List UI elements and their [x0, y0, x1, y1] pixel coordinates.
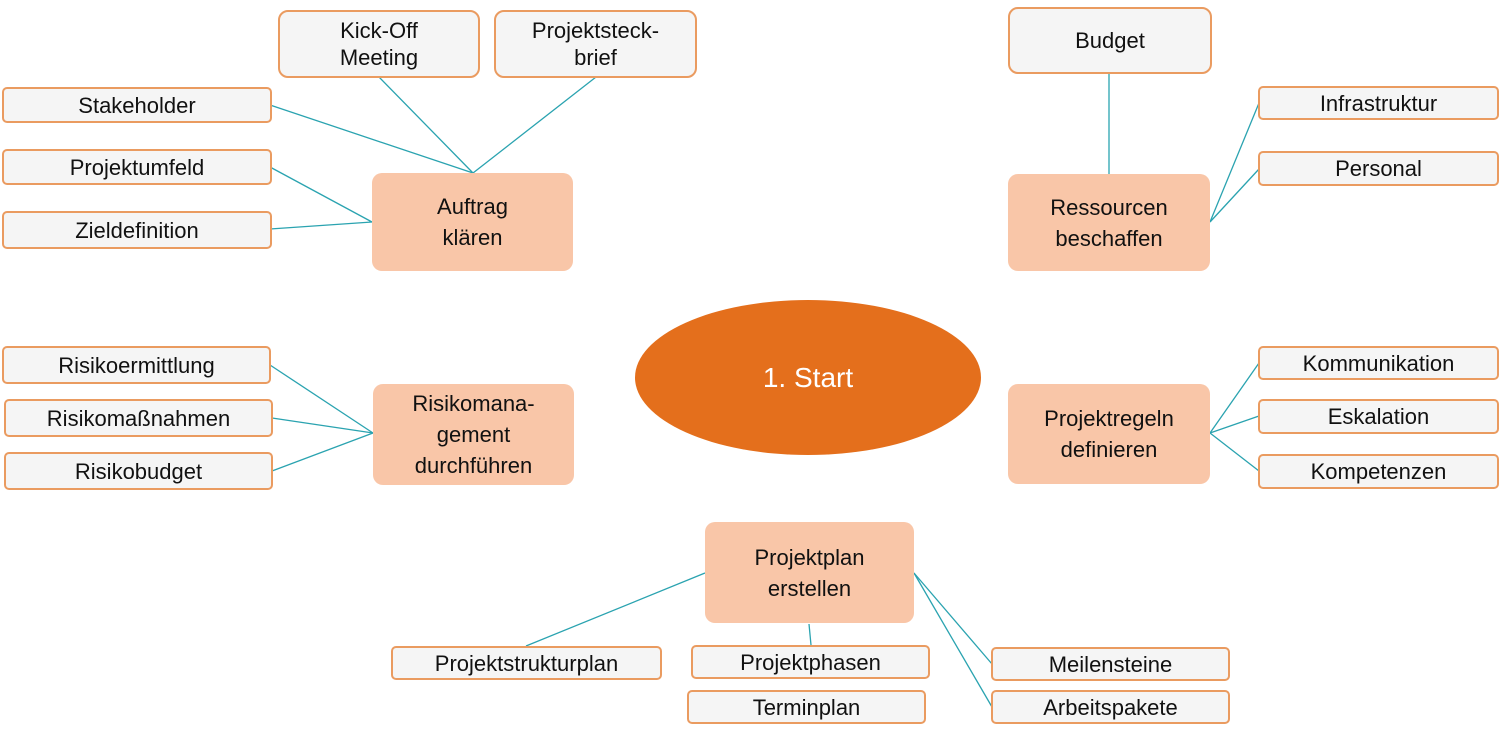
leaf-projektstrukturplan: Projektstrukturplan [391, 646, 662, 680]
connector-projektphasen [808, 623, 812, 646]
leaf-projektsteckbrief: Projektsteck- brief [494, 10, 697, 78]
leaf-terminplan: Terminplan [687, 690, 926, 724]
leaf-projektphasen: Projektphasen [691, 645, 930, 679]
leaf-personal: Personal [1258, 151, 1499, 186]
leaf-risikobudget: Risikobudget [4, 452, 273, 490]
hub-ressourcen-beschaffen: Ressourcen beschaffen [1008, 174, 1210, 271]
leaf-infrastruktur: Infrastruktur [1258, 86, 1499, 120]
hub-projektregeln: Projektregeln definieren [1008, 384, 1210, 484]
connector-risikoermittlung [269, 364, 374, 434]
leaf-meilensteine: Meilensteine [991, 647, 1230, 681]
hub-risikomanagement: Risikomana- gement durchführen [373, 384, 574, 485]
connector-personal [1209, 168, 1260, 223]
leaf-kick-off-meeting: Kick-Off Meeting [278, 10, 480, 78]
connector-infrastruktur [1209, 102, 1260, 223]
connector-stakeholder [269, 104, 474, 174]
leaf-risikomassnahmen: Risikomaßnahmen [4, 399, 273, 437]
leaf-stakeholder: Stakeholder [2, 87, 272, 123]
leaf-projektumfeld: Projektumfeld [2, 149, 272, 185]
connector-steckbrief [472, 76, 597, 174]
connector-projektumfeld [269, 166, 373, 223]
connector-kickoff [378, 76, 474, 174]
connector-kommunikation [1209, 362, 1260, 434]
leaf-kompetenzen: Kompetenzen [1258, 454, 1499, 489]
hub-auftrag-klaeren: Auftrag klären [372, 173, 573, 271]
connector-meilensteine [913, 572, 993, 665]
connector-risikomassnahmen [271, 417, 374, 434]
center-node-start: 1. Start [635, 300, 981, 455]
connector-risikobudget [271, 432, 374, 472]
connector-eskalation [1209, 415, 1260, 434]
leaf-eskalation: Eskalation [1258, 399, 1499, 434]
leaf-arbeitspakete: Arbeitspakete [991, 690, 1230, 724]
leaf-budget: Budget [1008, 7, 1212, 74]
connector-projektstrukturplan [525, 572, 706, 647]
connector-zieldefinition [269, 221, 373, 230]
hub-projektplan: Projektplan erstellen [705, 522, 914, 623]
leaf-kommunikation: Kommunikation [1258, 346, 1499, 380]
leaf-risikoermittlung: Risikoermittlung [2, 346, 271, 384]
leaf-zieldefinition: Zieldefinition [2, 211, 272, 249]
connector-kompetenzen [1209, 432, 1260, 472]
connector-arbeitspakete [913, 572, 993, 708]
